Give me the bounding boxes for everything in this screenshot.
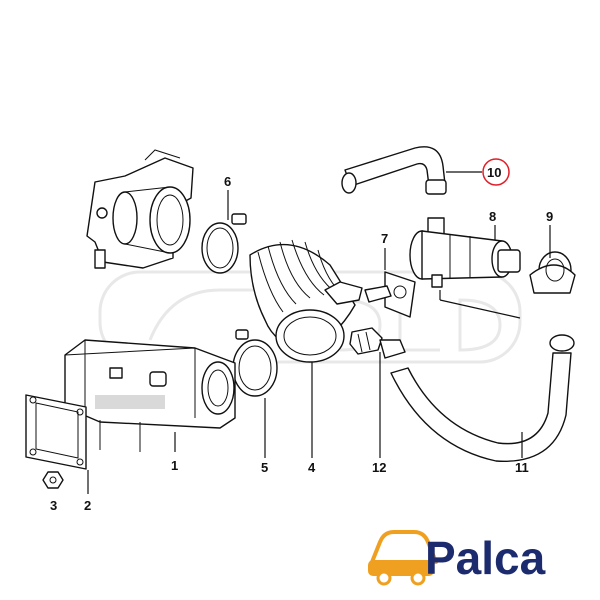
- callout-2: 2: [84, 498, 91, 513]
- callout-10: 10: [487, 165, 501, 180]
- callout-7: 7: [381, 231, 388, 246]
- intake-bellows-4: [249, 239, 363, 363]
- callout-11: 11: [515, 460, 529, 475]
- callout-9: 9: [546, 209, 553, 224]
- bracket-7: [364, 271, 416, 318]
- car-icon: [368, 530, 438, 586]
- leader-lines: [87, 171, 551, 494]
- fitting-12: [349, 327, 406, 359]
- throttle-housing: [86, 149, 194, 269]
- callout-8: 8: [489, 209, 496, 224]
- clamp-ring-5: [232, 329, 278, 397]
- callout-4: 4: [308, 460, 316, 475]
- clamp-ring-6: [201, 213, 247, 274]
- gasket-plate-2: [25, 394, 87, 470]
- callout-3: 3: [50, 498, 57, 513]
- curved-hose-11: [390, 334, 575, 462]
- callout-1: 1: [171, 458, 178, 473]
- callout-labels: 1 2 3 4 5 6 7 8 9 10 11 12: [50, 158, 553, 513]
- callout-10-highlight-ring: [482, 158, 510, 186]
- idle-valve-8: [409, 217, 521, 288]
- nut-3: [42, 471, 64, 489]
- brand-name: Palca: [425, 532, 546, 584]
- elbow-hose-10: [341, 146, 447, 195]
- callout-5: 5: [261, 460, 268, 475]
- rubber-mount-9: [529, 251, 576, 294]
- callout-12: 12: [372, 460, 386, 475]
- brand-logo: Palca: [368, 530, 546, 586]
- air-flow-meter-1: [64, 339, 236, 452]
- callout-6: 6: [224, 174, 231, 189]
